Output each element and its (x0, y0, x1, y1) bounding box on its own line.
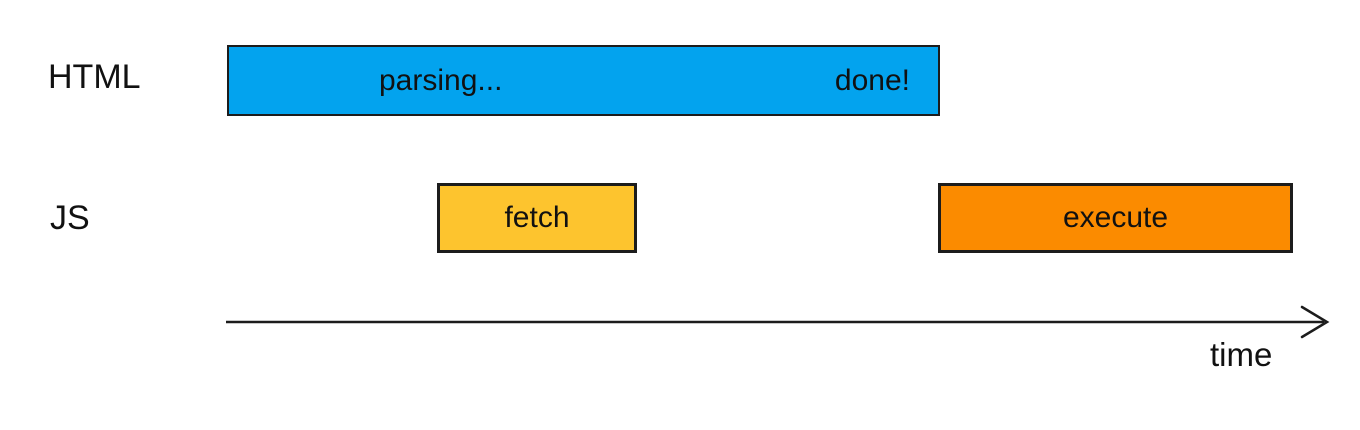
row-label-html: HTML (48, 58, 141, 96)
execute-label: execute (1062, 201, 1169, 234)
time-axis-label: time (1210, 336, 1273, 373)
js-fetch-bar: fetch (437, 183, 637, 253)
html-parsing-bar: parsing... done! (227, 45, 940, 116)
arrowhead-icon (1300, 305, 1330, 339)
done-label: done! (834, 63, 910, 97)
row-label-js: JS (50, 199, 90, 237)
js-execute-bar: execute (938, 183, 1293, 253)
time-axis-arrow (226, 305, 1330, 339)
fetch-label: fetch (504, 201, 570, 234)
parsing-label: parsing... (379, 63, 503, 97)
